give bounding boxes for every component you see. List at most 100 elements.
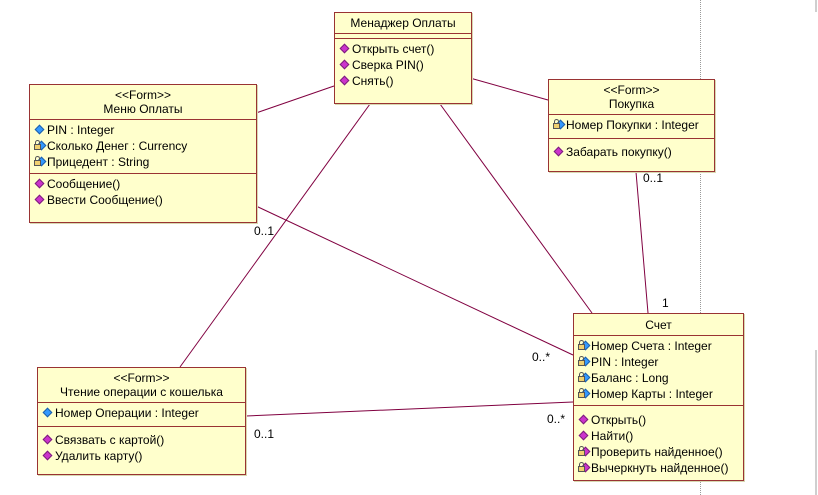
method-icon — [578, 430, 590, 442]
class-name: Чтение операции с кошелька — [60, 385, 223, 399]
operation-row[interactable]: Сверка PIN() — [339, 57, 467, 73]
multiplicity-purchase-account-target: 1 — [662, 296, 669, 310]
operations-compartment: Сообщение() Ввести Сообщение() — [30, 174, 256, 211]
private-attribute-icon — [553, 119, 566, 131]
operation-row-text: Связвать с картой() — [55, 433, 165, 447]
attribute-row-text: Номер Покупки : Integer — [566, 118, 699, 132]
private-attribute-icon — [578, 388, 591, 400]
attribute-row[interactable]: Номер Операции : Integer — [42, 405, 241, 421]
page-boundary-dotted-line — [700, 0, 701, 495]
operation-row-text: Открыть счет() — [352, 42, 435, 56]
method-icon — [339, 59, 351, 71]
operation-row[interactable]: Удалить карту() — [42, 448, 241, 464]
association-menu-manager[interactable] — [255, 85, 335, 114]
multiplicity-menu-account-target: 0..* — [532, 350, 551, 364]
method-icon — [42, 434, 54, 446]
method-icon — [553, 146, 565, 158]
operation-row[interactable]: Связвать с картой() — [42, 432, 241, 448]
method-icon — [34, 194, 46, 206]
operation-row[interactable]: Ввести Сообщение() — [34, 192, 252, 208]
private-method-icon — [578, 462, 591, 474]
operation-row[interactable]: Открыть() — [578, 412, 739, 428]
method-icon — [34, 178, 46, 190]
operation-row-text: Снять() — [352, 74, 394, 88]
method-icon — [578, 414, 590, 426]
public-attribute-icon — [34, 124, 46, 136]
operations-compartment: Открыть счет() Сверка PIN() Снять() — [335, 39, 471, 92]
association-manager-purchase[interactable] — [469, 77, 549, 101]
class-payment-manager[interactable]: Менаджер Оплаты Открыть счет() Сверка PIN… — [334, 12, 472, 104]
attribute-row[interactable]: PIN : Integer — [34, 122, 252, 138]
attribute-row[interactable]: Баланс : Long — [578, 370, 739, 386]
operation-row-text: Проверить найденное() — [591, 445, 723, 459]
class-name: Покупка — [608, 97, 655, 111]
attribute-row-text: PIN : Integer — [591, 355, 659, 369]
operations-compartment: Связвать с картой() Удалить карту() — [38, 427, 245, 467]
private-attribute-icon — [578, 356, 591, 368]
attribute-row-text: Номер Карты : Integer — [591, 387, 713, 401]
operation-row-text: Удалить карту() — [55, 449, 143, 463]
operation-row[interactable]: Забарать покупку() — [553, 144, 710, 160]
attribute-row[interactable]: PIN : Integer — [578, 354, 739, 370]
attribute-row[interactable]: Номер Счета : Integer — [578, 338, 739, 354]
association-reader-account[interactable] — [245, 401, 574, 417]
operation-row-text: Ввести Сообщение() — [47, 193, 163, 207]
attributes-compartment: Номер Покупки : Integer — [549, 115, 714, 139]
operation-row[interactable]: Снять() — [339, 73, 467, 89]
attribute-row-text: Сколько Денег : Currency — [47, 139, 188, 153]
method-icon — [339, 75, 351, 87]
operations-compartment: Открыть() Найти() Проверить найденное() Выч… — [574, 406, 743, 479]
private-attribute-icon — [34, 140, 47, 152]
class-name: Меню Оплаты — [103, 102, 183, 116]
private-method-icon — [578, 446, 591, 458]
class-stereotype: <<Form>> — [603, 83, 660, 97]
operations-compartment: Забарать покупку() — [549, 139, 714, 163]
scrollbar-edge-top — [815, 0, 817, 12]
attribute-row-text: Баланс : Long — [591, 371, 669, 385]
class-wallet-reader[interactable]: <<Form>> Чтение операции с кошелька Номе… — [37, 367, 246, 475]
operation-row-text: Забарать покупку() — [566, 145, 672, 159]
attribute-row-text: Номер Операции : Integer — [55, 406, 199, 420]
attribute-row[interactable]: Прицедент : String — [34, 154, 252, 170]
multiplicity-menu-account-source: 0..1 — [254, 224, 275, 238]
operation-row-text: Сверка PIN() — [352, 58, 424, 72]
class-purchase[interactable]: <<Form>> Покупка Номер Покупки : Integer… — [548, 79, 715, 172]
attribute-row-text: PIN : Integer — [47, 123, 115, 137]
operation-row[interactable]: Открыть счет() — [339, 41, 467, 57]
operation-row[interactable]: Сообщение() — [34, 176, 252, 192]
class-stereotype: <<Form>> — [113, 371, 170, 385]
private-attribute-icon — [578, 372, 591, 384]
operation-row-text: Открыть() — [591, 413, 647, 427]
operation-row-text: Вычеркнуть найденное() — [591, 461, 729, 475]
scrollbar-edge-bottom — [815, 350, 817, 495]
private-attribute-icon — [34, 156, 47, 168]
attribute-row-text: Номер Счета : Integer — [591, 339, 712, 353]
attribute-row[interactable]: Сколько Денег : Currency — [34, 138, 252, 154]
public-attribute-icon — [42, 407, 54, 419]
method-icon — [42, 450, 54, 462]
association-menu-account[interactable] — [255, 205, 574, 356]
multiplicity-purchase-account-source: 0..1 — [643, 171, 664, 185]
operation-row-text: Сообщение() — [47, 177, 121, 191]
association-purchase-account[interactable] — [635, 171, 649, 314]
attribute-row[interactable]: Номер Покупки : Integer — [553, 117, 710, 133]
association-manager-reader[interactable] — [179, 103, 371, 368]
class-stereotype: <<Form>> — [114, 88, 172, 102]
operation-row[interactable]: Вычеркнуть найденное() — [578, 460, 739, 476]
attribute-row[interactable]: Номер Карты : Integer — [578, 386, 739, 402]
operation-row[interactable]: Проверить найденное() — [578, 444, 739, 460]
attributes-compartment: Номер Операции : Integer — [38, 403, 245, 427]
operation-row-text: Найти() — [591, 429, 634, 443]
method-icon — [339, 43, 351, 55]
association-manager-account[interactable] — [439, 103, 593, 314]
class-name: Менаджер Оплаты — [335, 13, 471, 34]
class-name: Счет — [574, 314, 743, 336]
attributes-compartment — [335, 34, 471, 39]
operation-row[interactable]: Найти() — [578, 428, 739, 444]
